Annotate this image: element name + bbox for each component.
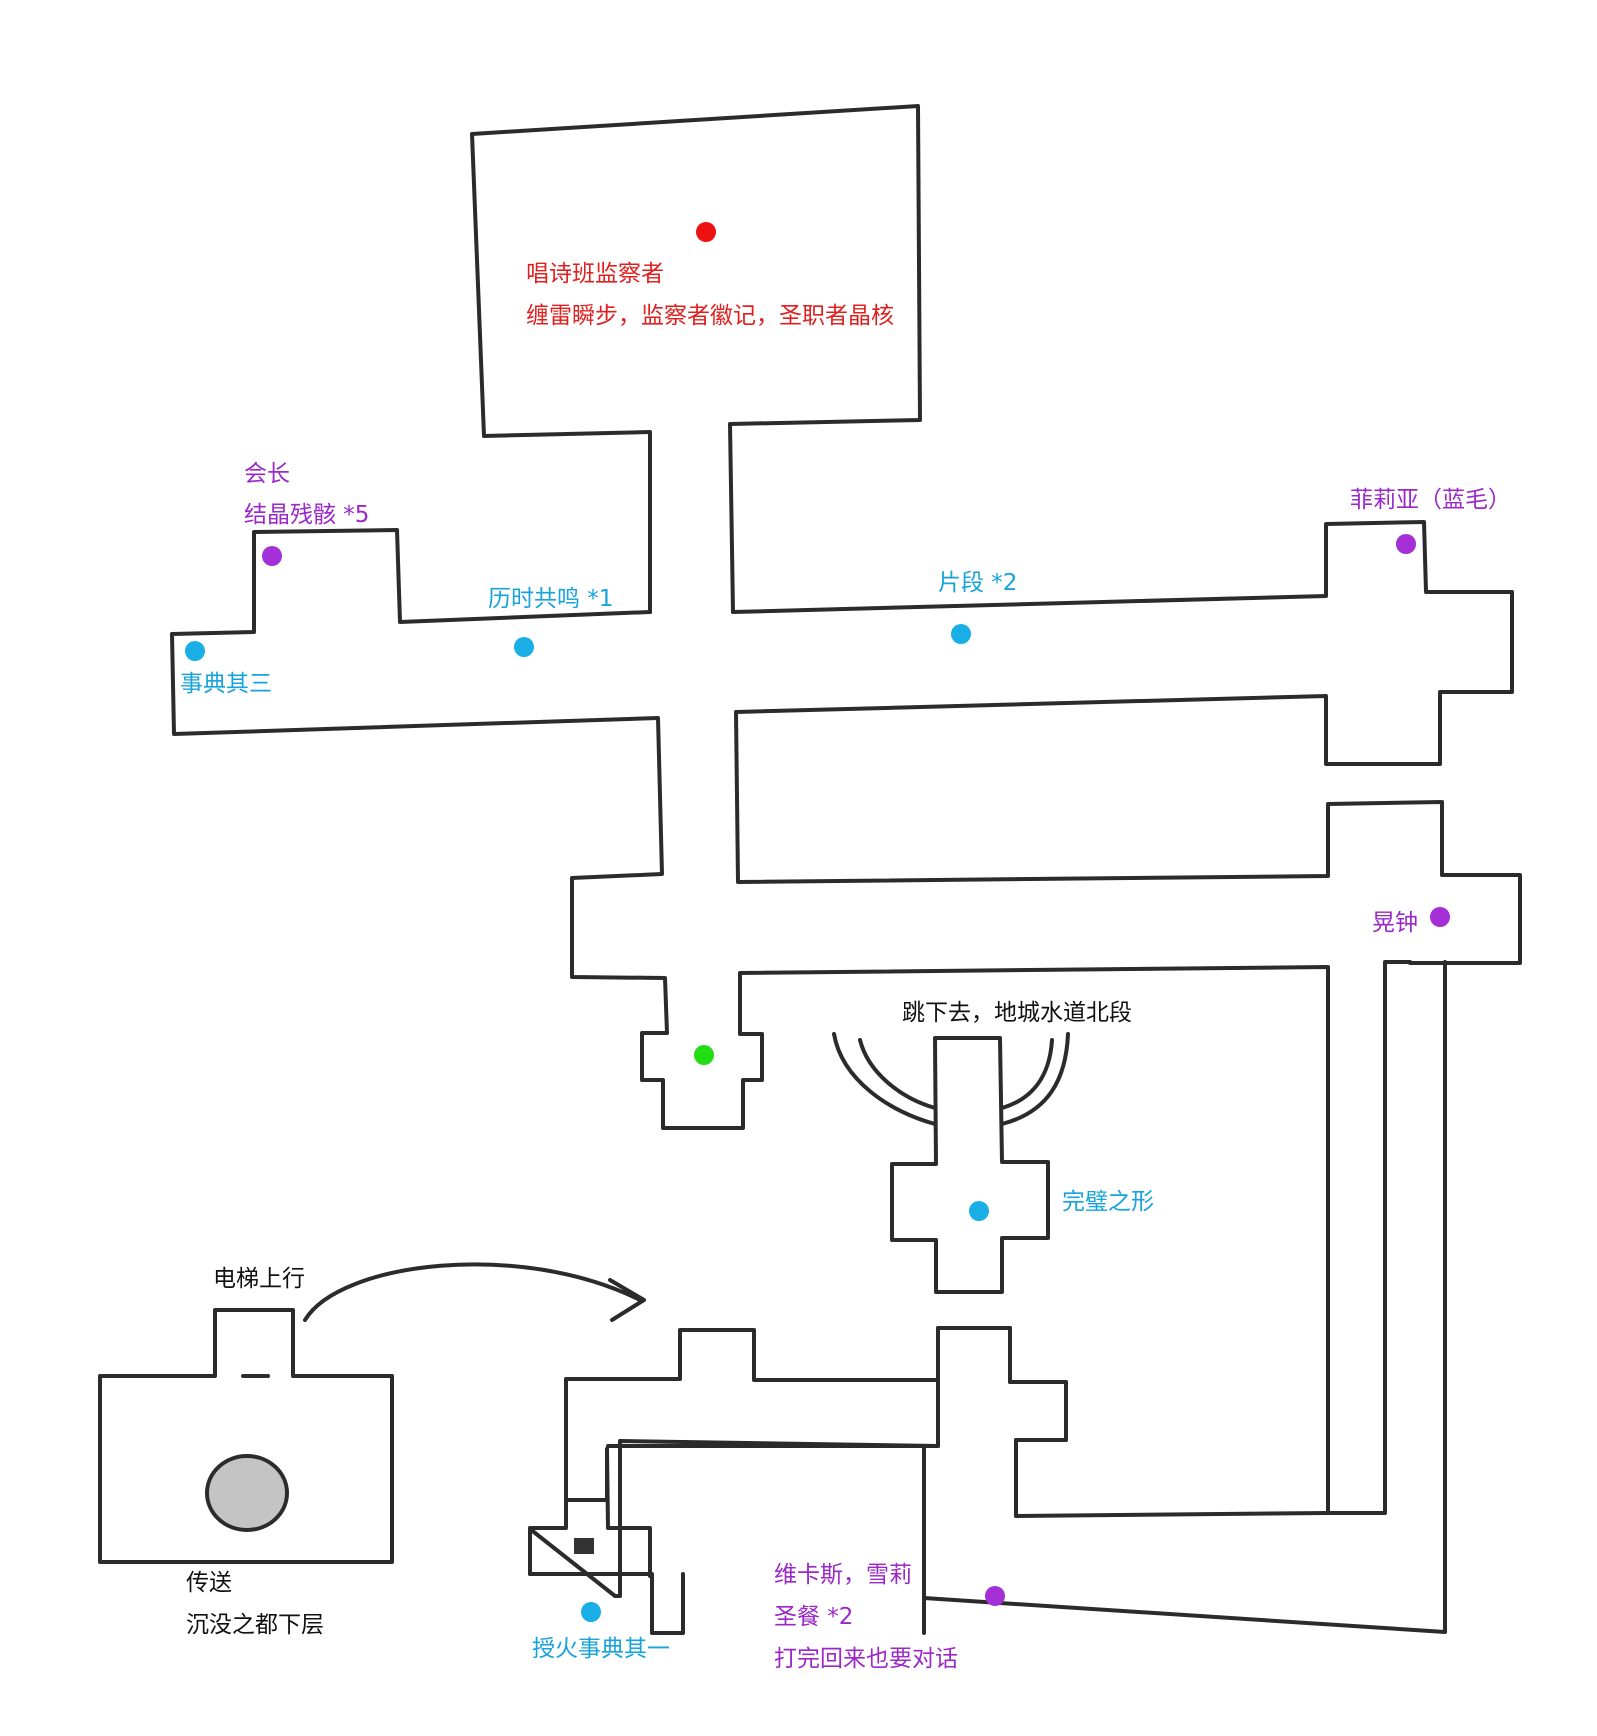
boss-room-wall	[470, 104, 922, 614]
chief-item-label: 结晶残骸 *5	[244, 502, 370, 528]
codex3-marker[interactable]	[185, 641, 205, 661]
chief-marker[interactable]	[262, 546, 282, 566]
resonance-marker[interactable]	[514, 637, 534, 657]
teleport-label: 传送	[186, 1570, 232, 1596]
vicas-name-label: 维卡斯，雪莉	[774, 1562, 912, 1588]
bonfire-marker[interactable]	[694, 1045, 714, 1065]
pit-arms-wall	[832, 1032, 1070, 1126]
vicas-note-label: 打完回来也要对话	[774, 1646, 958, 1672]
codex1-label: 授火事典其一	[532, 1636, 670, 1662]
filia-label: 菲莉亚（蓝毛）	[1350, 487, 1511, 513]
upper-left-wing-wall	[170, 520, 1522, 1515]
boss-marker[interactable]	[696, 222, 716, 242]
teleporter-disc	[205, 1454, 289, 1532]
vicas-item-label: 圣餐 *2	[774, 1604, 854, 1630]
perfect-form-marker[interactable]	[969, 1201, 989, 1221]
bell-marker[interactable]	[1430, 907, 1450, 927]
teleport-dest-label: 沉没之都下层	[186, 1612, 324, 1638]
perfect-form-room-wall	[890, 1036, 1050, 1294]
resonance-label: 历时共鸣 *1	[488, 586, 614, 612]
lower-hall-main-wall	[564, 1328, 940, 1502]
lower-hall-outer-wall	[922, 1326, 1068, 1635]
bell-label: 晃钟	[1372, 910, 1418, 936]
filia-marker[interactable]	[1396, 534, 1416, 554]
codex1-marker[interactable]	[581, 1602, 601, 1622]
fragment-marker[interactable]	[951, 624, 971, 644]
perfect-form-label: 完璧之形	[1062, 1189, 1154, 1215]
elevator-label: 电梯上行	[213, 1266, 305, 1292]
boss-name-label: 唱诗班监察者	[526, 261, 664, 287]
chest-icon	[574, 1538, 594, 1554]
codex1-room-wall	[528, 1447, 652, 1578]
chief-name-label: 会长	[244, 461, 290, 487]
jump-note-label: 跳下去，地城水道北段	[902, 1000, 1132, 1026]
teleport-room-wall	[98, 1308, 394, 1564]
fragment-label: 片段 *2	[938, 570, 1018, 596]
codex3-label: 事典其三	[180, 671, 272, 697]
vicas-marker[interactable]	[985, 1586, 1005, 1606]
boss-drops-label: 缠雷瞬步，监察者徽记，圣职者晶核	[526, 303, 894, 329]
elevator-arrow	[303, 1262, 646, 1322]
